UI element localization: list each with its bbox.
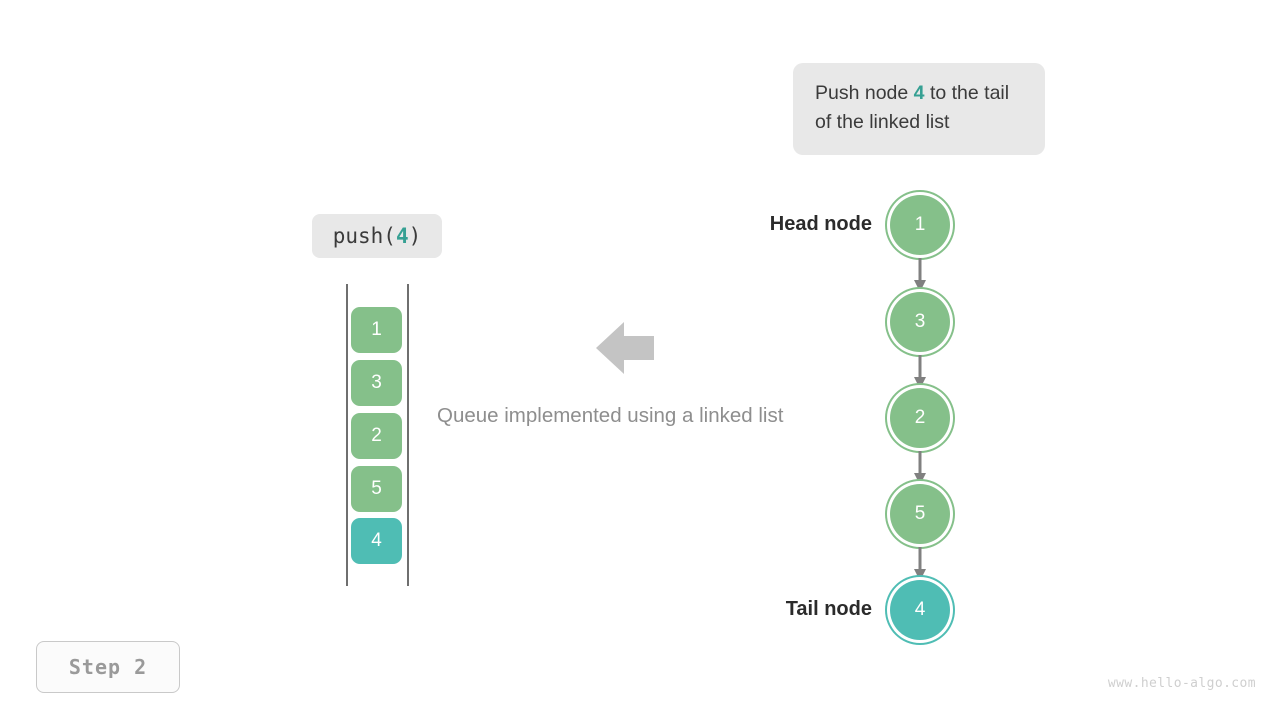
- diagram-caption: Queue implemented using a linked list: [437, 404, 784, 427]
- list-node-highlight: 4: [890, 580, 950, 640]
- queue-cell: 5: [351, 466, 402, 512]
- callout-box: Push node 4 to the tail of the linked li…: [793, 63, 1045, 155]
- callout-text-prefix: Push node: [815, 82, 914, 104]
- list-node: 5: [890, 484, 950, 544]
- operation-suffix: ): [408, 224, 422, 248]
- callout-text-suffix: to the tail of the linked list: [815, 82, 1010, 133]
- watermark: www.hello-algo.com: [1107, 676, 1256, 691]
- list-connector-arrow-icon: [912, 451, 928, 487]
- head-node-label: Head node: [769, 213, 872, 235]
- queue-array: 1 3 2 5 4: [340, 284, 416, 586]
- linked-list: 1 3 2 5 4: [860, 180, 990, 650]
- operation-prefix: push(: [332, 224, 396, 248]
- queue-cell: 3: [351, 360, 402, 406]
- queue-cell: 1: [351, 307, 402, 353]
- list-connector-arrow-icon: [912, 258, 928, 294]
- list-node: 1: [890, 195, 950, 255]
- list-node: 3: [890, 292, 950, 352]
- queue-rail-left: [346, 284, 348, 586]
- callout-highlight-value: 4: [913, 82, 925, 104]
- list-connector-arrow-icon: [912, 355, 928, 391]
- step-badge: Step 2: [36, 641, 180, 693]
- operation-argument: 4: [395, 224, 409, 248]
- queue-cell: 2: [351, 413, 402, 459]
- list-node: 2: [890, 388, 950, 448]
- left-arrow-icon: [596, 320, 654, 376]
- operation-chip: push(4): [312, 214, 442, 258]
- tail-node-label: Tail node: [785, 598, 872, 620]
- queue-rail-right: [407, 284, 409, 586]
- list-connector-arrow-icon: [912, 547, 928, 583]
- queue-cell-highlight: 4: [351, 518, 402, 564]
